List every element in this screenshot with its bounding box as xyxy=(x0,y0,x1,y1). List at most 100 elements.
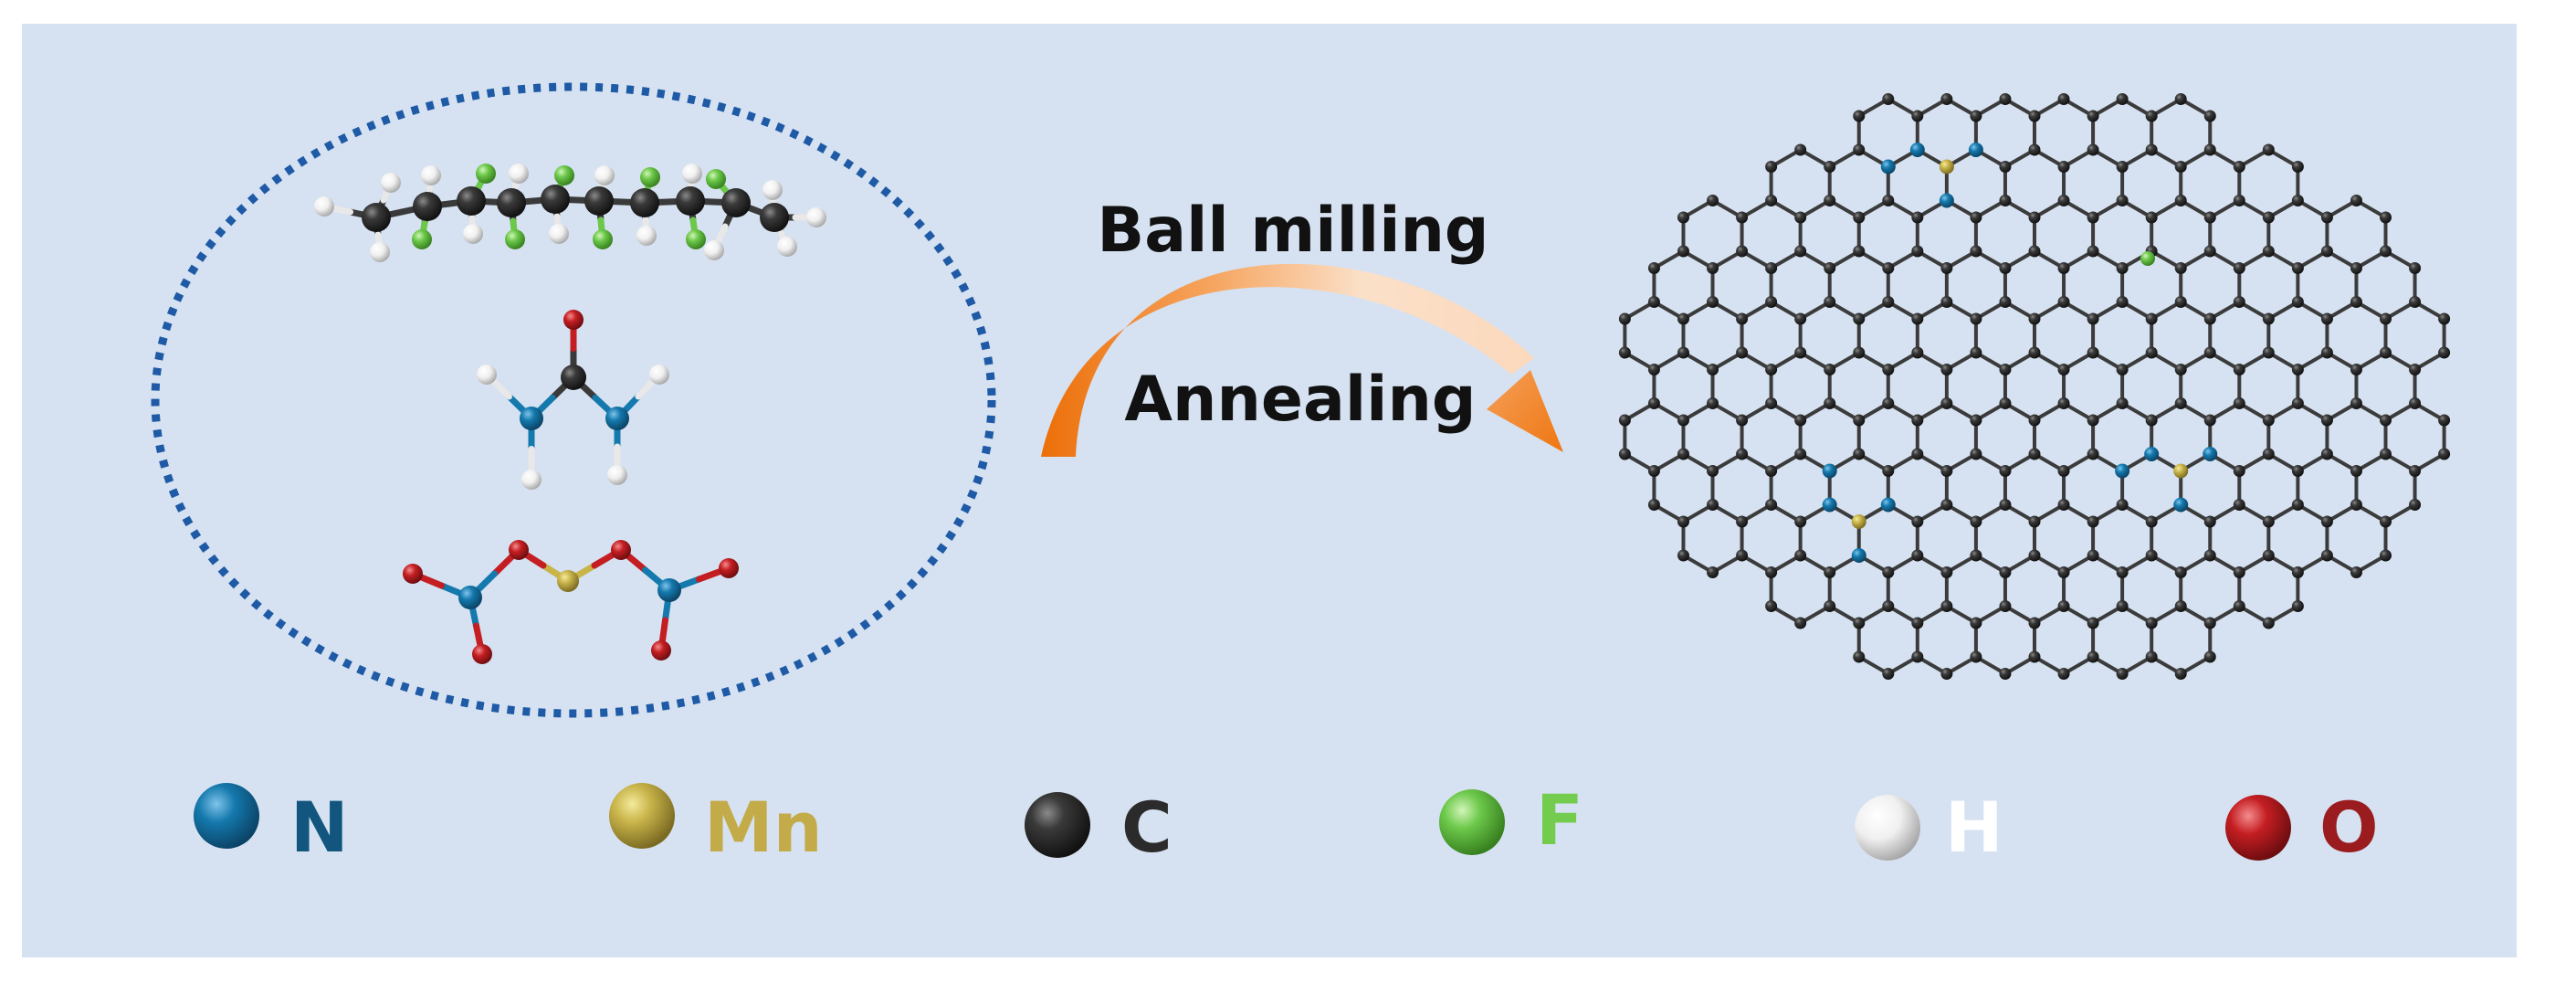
legend-label-h: H xyxy=(1945,787,2003,868)
carbon-atom xyxy=(1940,600,1953,612)
carbon-atom xyxy=(1999,499,2012,511)
nitrogen-atom xyxy=(1968,143,1983,157)
carbon-atom xyxy=(1882,566,1895,578)
legend-item-o: O xyxy=(2225,787,2379,868)
hydrogen-atom xyxy=(762,180,783,200)
carbon-atom xyxy=(1940,296,1953,308)
carbon-atom xyxy=(2233,600,2245,612)
carbon-atom xyxy=(1677,312,1689,325)
carbon-atom xyxy=(1677,515,1689,528)
carbon-atom xyxy=(1618,414,1631,427)
hydrogen-atom xyxy=(509,164,529,184)
carbon-atom xyxy=(2438,414,2451,427)
carbon-atom xyxy=(2409,296,2422,308)
carbon-atom xyxy=(1824,262,1836,274)
carbon-atom xyxy=(2116,566,2129,578)
oxygen-atom xyxy=(611,540,631,560)
carbon-atom xyxy=(2233,262,2245,274)
carbon-atom xyxy=(2174,397,2187,409)
carbon-atom xyxy=(1794,312,1807,325)
carbon-atom xyxy=(1970,650,1982,663)
carbon-atom xyxy=(2116,364,2129,375)
carbon-atom xyxy=(2262,414,2275,427)
carbon-atom xyxy=(1853,346,1866,359)
carbon-atom xyxy=(2350,566,2362,578)
carbon-atom xyxy=(2380,549,2392,562)
carbon-atom xyxy=(1911,515,1924,528)
oxygen-atom xyxy=(719,558,739,578)
manganese-atom-icon xyxy=(609,783,675,849)
carbon-atom xyxy=(1882,668,1895,680)
manganese-atom xyxy=(557,570,579,592)
carbon-atom xyxy=(2116,93,2129,105)
carbon-atom xyxy=(2203,650,2216,663)
carbon-atom xyxy=(2262,515,2275,528)
fluorine-atom xyxy=(412,229,432,249)
legend-label-mn: Mn xyxy=(704,787,823,868)
carbon-atom xyxy=(2057,296,2070,308)
carbon-atom xyxy=(2203,617,2216,629)
carbon-atom xyxy=(1940,668,1953,680)
carbon-atom xyxy=(2145,617,2158,629)
reactants-ellipse xyxy=(151,82,996,718)
carbon-atom xyxy=(1970,312,1982,325)
carbon-atom xyxy=(2057,195,2070,206)
carbon-atom xyxy=(2438,312,2451,325)
carbon-atom xyxy=(2145,650,2158,663)
carbon-atom xyxy=(1765,195,1778,206)
carbon-atom xyxy=(2087,549,2099,562)
carbon-atom xyxy=(1970,617,1982,629)
carbon-atom xyxy=(1999,195,2012,206)
nitrogen-atom xyxy=(1822,463,1837,479)
carbon-atom xyxy=(2203,110,2216,122)
nitrogen-atom xyxy=(1880,497,1896,513)
carbon-atom xyxy=(584,186,614,216)
carbon-atom xyxy=(1794,211,1807,224)
carbon-atom xyxy=(2057,668,2070,680)
carbon-atom xyxy=(2262,245,2275,258)
carbon-atom xyxy=(1911,312,1924,325)
carbon-atom xyxy=(2203,346,2216,359)
carbon-atom xyxy=(1824,600,1836,612)
carbon-atom xyxy=(1647,262,1660,274)
carbon-atom xyxy=(2028,110,2041,122)
carbon-atom xyxy=(630,188,659,217)
carbon-atom xyxy=(1707,262,1719,274)
hydrogen-atom xyxy=(777,237,797,257)
carbon-atom xyxy=(2291,296,2304,308)
nitrogen-atom xyxy=(605,407,629,430)
carbon-atom xyxy=(1853,211,1866,224)
process-arrow xyxy=(1041,263,1563,457)
carbon-atom xyxy=(2203,414,2216,427)
carbon-atom xyxy=(497,188,526,217)
hydrogen-atom xyxy=(636,226,657,246)
carbon-atom xyxy=(2233,566,2245,578)
carbon-atom xyxy=(1853,245,1866,258)
nitrogen-atom xyxy=(2144,447,2160,461)
carbon-atom xyxy=(2116,668,2129,680)
carbon-atom xyxy=(1794,346,1807,359)
legend-label-c: C xyxy=(1121,787,1172,868)
carbon-atom xyxy=(2174,364,2187,375)
carbon-atom xyxy=(362,203,391,232)
carbon-atom xyxy=(2291,397,2304,409)
carbon-atom xyxy=(2174,566,2187,578)
carbon-atom-icon xyxy=(1025,792,1090,858)
carbon-atom xyxy=(1853,650,1866,663)
carbon-atom xyxy=(1911,211,1924,224)
carbon-atom xyxy=(2145,414,2158,427)
carbon-atom xyxy=(1999,161,2012,173)
carbon-atom xyxy=(2028,414,2041,427)
carbon-atom xyxy=(2087,650,2099,663)
step-ball-milling-label: Ball milling xyxy=(1097,195,1488,267)
carbon-atom xyxy=(2028,143,2041,156)
carbon-atom xyxy=(2262,549,2275,562)
carbon-atom xyxy=(2116,600,2129,612)
carbon-atom xyxy=(1882,296,1895,308)
carbon-atom xyxy=(2057,600,2070,612)
carbon-atom xyxy=(2409,262,2422,274)
carbon-atom xyxy=(1765,566,1778,578)
oxygen-atom xyxy=(563,310,584,330)
carbon-atom xyxy=(2320,211,2333,224)
